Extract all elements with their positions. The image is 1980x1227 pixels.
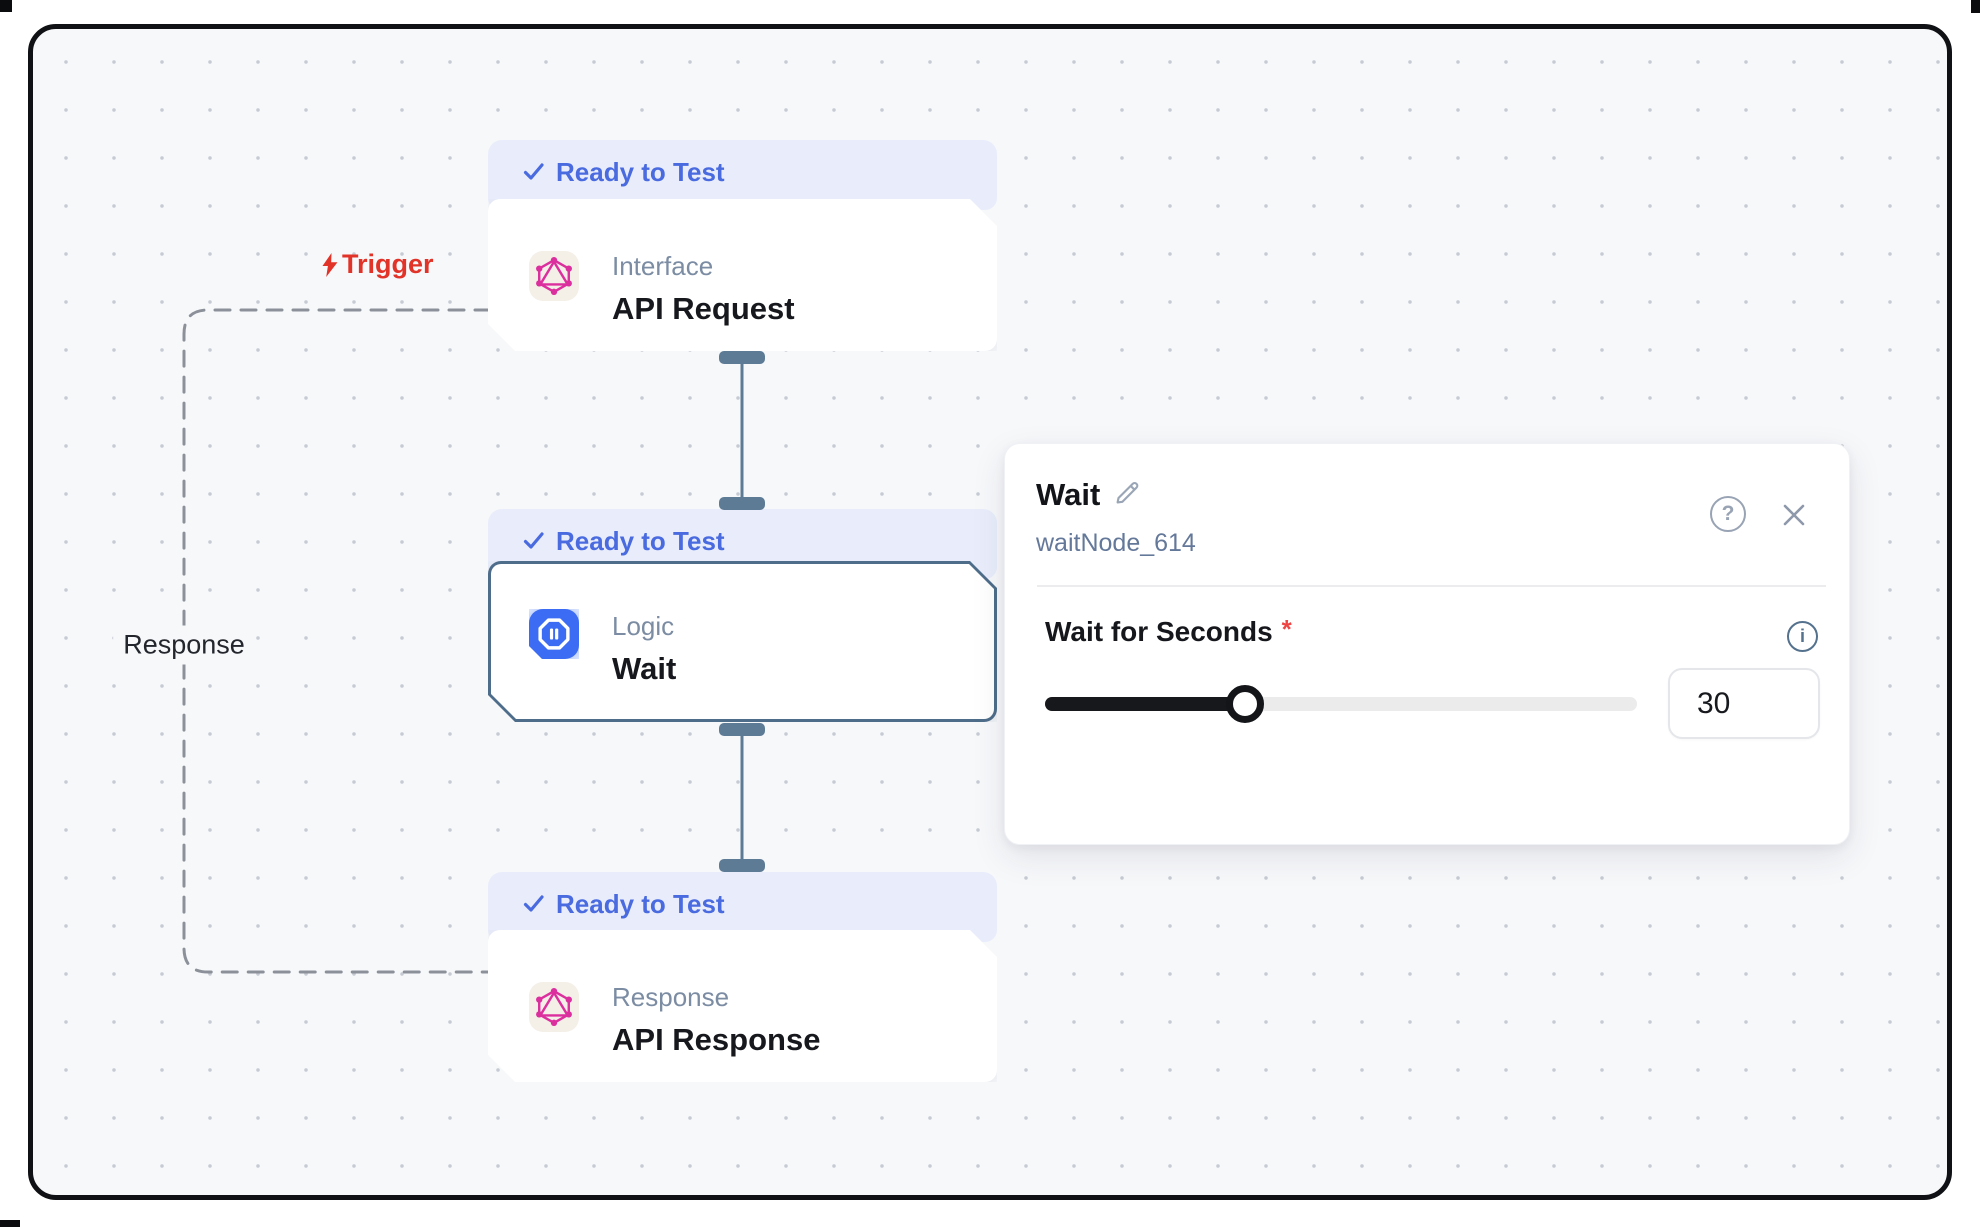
- info-icon[interactable]: i: [1787, 621, 1818, 652]
- crop-artifact-bottom-left: [0, 1220, 20, 1227]
- required-marker: *: [1281, 614, 1292, 644]
- node-category: Interface: [612, 251, 714, 281]
- panel-title: Wait: [1036, 477, 1101, 512]
- graphql-icon: [529, 251, 579, 301]
- slider-fill: [1045, 697, 1246, 711]
- check-icon: [523, 532, 544, 549]
- field-label: Wait for Seconds: [1045, 616, 1273, 647]
- node-id-label: waitNode_614: [1036, 529, 1196, 557]
- node-title: API Request: [612, 291, 795, 326]
- trigger-label-text: Trigger: [342, 249, 434, 279]
- node-category: Logic: [612, 611, 675, 641]
- crop-artifact-top-left: [0, 0, 12, 12]
- check-icon: [523, 895, 544, 912]
- status-badge-label: Ready to Test: [556, 157, 725, 187]
- pause-octagon-icon: [529, 609, 579, 659]
- panel-divider: [1037, 585, 1826, 587]
- question-mark-icon: ?: [1721, 502, 1735, 525]
- trigger-label: Trigger: [320, 249, 434, 280]
- edit-pencil-icon[interactable]: [1114, 479, 1141, 506]
- graphql-icon: [529, 982, 579, 1032]
- close-icon[interactable]: [1778, 499, 1810, 531]
- node-api-response[interactable]: Ready to Test Response API Response: [488, 872, 997, 1082]
- check-icon: [523, 163, 544, 180]
- status-badge-label: Ready to Test: [556, 889, 725, 919]
- status-badge-label: Ready to Test: [556, 526, 725, 556]
- response-edge-label: Response: [113, 625, 255, 665]
- wait-properties-panel: Wait waitNode_614 ? Wait for Seconds * i: [1004, 443, 1850, 845]
- status-badge: Ready to Test: [488, 140, 997, 210]
- node-card[interactable]: Interface API Request: [488, 199, 997, 351]
- slider-handle[interactable]: [1226, 685, 1265, 723]
- crop-artifact-top-right: [1971, 0, 1980, 13]
- node-title: Wait: [612, 651, 677, 686]
- node-category: Response: [612, 982, 730, 1012]
- node-title: API Response: [612, 1022, 821, 1057]
- wait-seconds-slider[interactable]: [1045, 685, 1637, 723]
- wait-seconds-input[interactable]: [1668, 668, 1820, 739]
- node-api-request[interactable]: Ready to Test Interface API Request: [488, 140, 997, 352]
- node-card[interactable]: Response API Response: [488, 930, 997, 1082]
- node-card-selected[interactable]: Logic Wait: [488, 561, 997, 722]
- help-button[interactable]: ?: [1710, 496, 1746, 532]
- lightning-bolt-icon: [322, 252, 338, 277]
- node-wait[interactable]: Ready to Test Logic Wait: [488, 509, 997, 723]
